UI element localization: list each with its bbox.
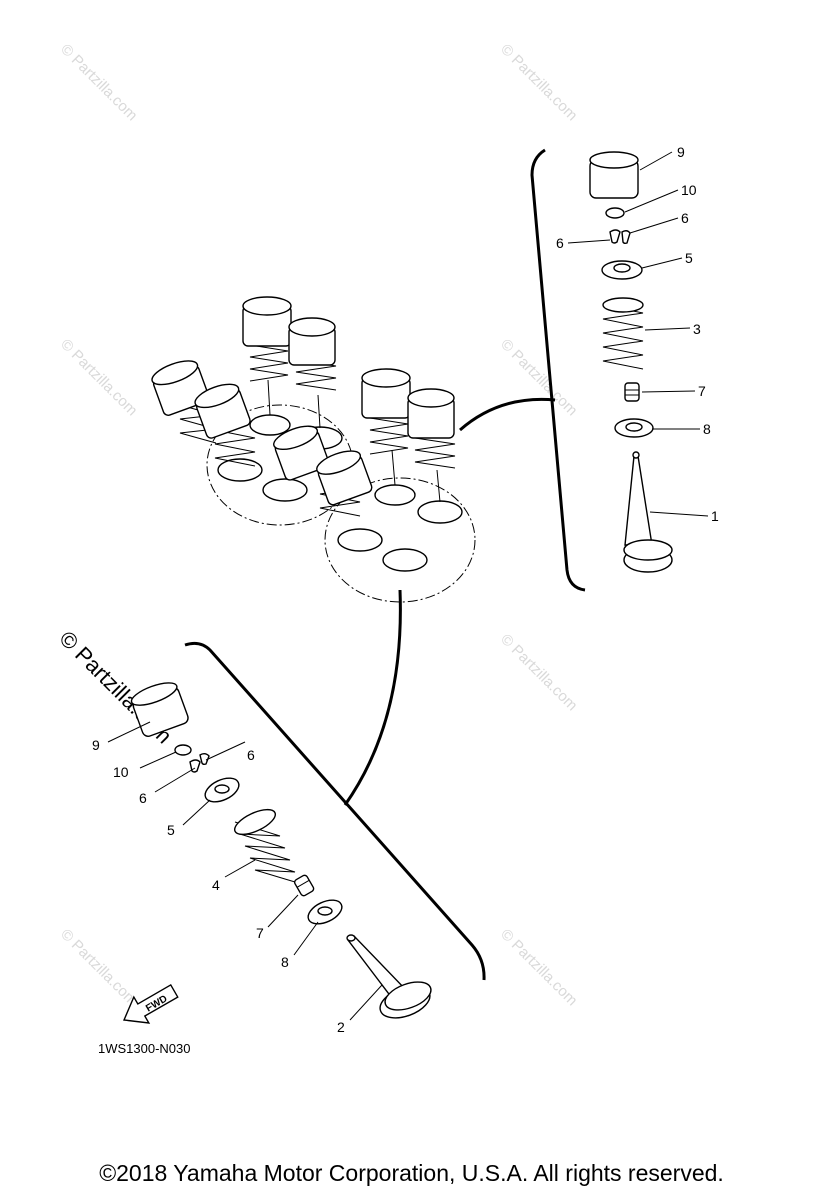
spring-part <box>234 821 296 883</box>
stem-seal-part <box>293 874 315 897</box>
tappet-bucket <box>242 296 292 347</box>
spring-seat-part <box>307 899 343 925</box>
stem-seal-part <box>624 382 640 402</box>
watermark: © Partzilla.com <box>497 41 580 124</box>
callout-shim: 10 <box>681 182 697 198</box>
callout-spring-seat: 8 <box>281 954 289 970</box>
watermark: © Partzilla.com <box>497 631 580 714</box>
callout-keeper: 6 <box>247 747 255 763</box>
callout-intake-valve: 1 <box>711 508 719 524</box>
spring-seat-part <box>614 418 654 438</box>
fwd-label: FWD <box>144 994 169 1015</box>
keeper-part <box>199 753 210 766</box>
callout-spring: 4 <box>212 877 220 893</box>
callout-tappet: 9 <box>92 737 100 753</box>
keeper-part <box>609 229 621 244</box>
exhaust-valve-part <box>346 934 432 1019</box>
shim-part <box>605 207 625 219</box>
left-group-bracket <box>184 641 486 981</box>
valve-cluster <box>151 296 476 603</box>
tappet-part <box>130 682 189 737</box>
keeper-part <box>621 230 631 245</box>
tappet-bucket <box>316 450 373 506</box>
copyright-notice: ©2018 Yamaha Motor Corporation, U.S.A. A… <box>99 1160 724 1186</box>
retainer-part <box>204 777 240 803</box>
watermark: © Partzilla.com <box>57 926 140 1009</box>
cluster-outline-right <box>324 477 476 603</box>
spring-part <box>602 304 644 370</box>
connector-to-left-group <box>343 589 402 806</box>
watermark: © Partzilla.com <box>497 336 580 419</box>
callout-retainer: 5 <box>167 822 175 838</box>
tappet-bucket <box>273 425 330 481</box>
diagram-code: 1WS1300-N030 <box>98 1041 191 1056</box>
callout-tappet: 9 <box>677 144 685 160</box>
callout-stem-seal: 7 <box>256 925 264 941</box>
watermark: © Partzilla.com <box>57 41 140 124</box>
tappet-bucket <box>407 388 455 439</box>
callout-spring: 3 <box>693 321 701 337</box>
tappet-bucket <box>194 383 251 439</box>
callout-retainer: 5 <box>685 250 693 266</box>
callout-keeper: 6 <box>139 790 147 806</box>
tappet-bucket <box>288 317 336 366</box>
tappet-bucket <box>361 368 411 419</box>
watermark: © Partzilla.com <box>497 926 580 1009</box>
watermark-group: © Partzilla.com © Partzilla.com © Partzi… <box>57 41 580 1009</box>
tappet-part <box>589 151 639 199</box>
shim-part <box>174 744 192 756</box>
left-exploded-group: FWD 9 10 6 6 5 4 7 8 2 <box>92 641 486 1035</box>
callout-keeper: 6 <box>681 210 689 226</box>
right-exploded-group: 9 10 6 6 5 3 7 8 1 <box>530 144 719 592</box>
right-group-bracket <box>530 148 586 592</box>
callout-stem-seal: 7 <box>698 383 706 399</box>
callout-keeper: 6 <box>556 235 564 251</box>
callout-exhaust-valve: 2 <box>337 1019 345 1035</box>
callout-spring-seat: 8 <box>703 421 711 437</box>
callout-shim: 10 <box>113 764 129 780</box>
connector-to-right-group <box>459 397 556 432</box>
intake-valve-part <box>623 451 673 573</box>
retainer-part <box>601 260 643 280</box>
watermark: © Partzilla.com <box>57 336 140 419</box>
